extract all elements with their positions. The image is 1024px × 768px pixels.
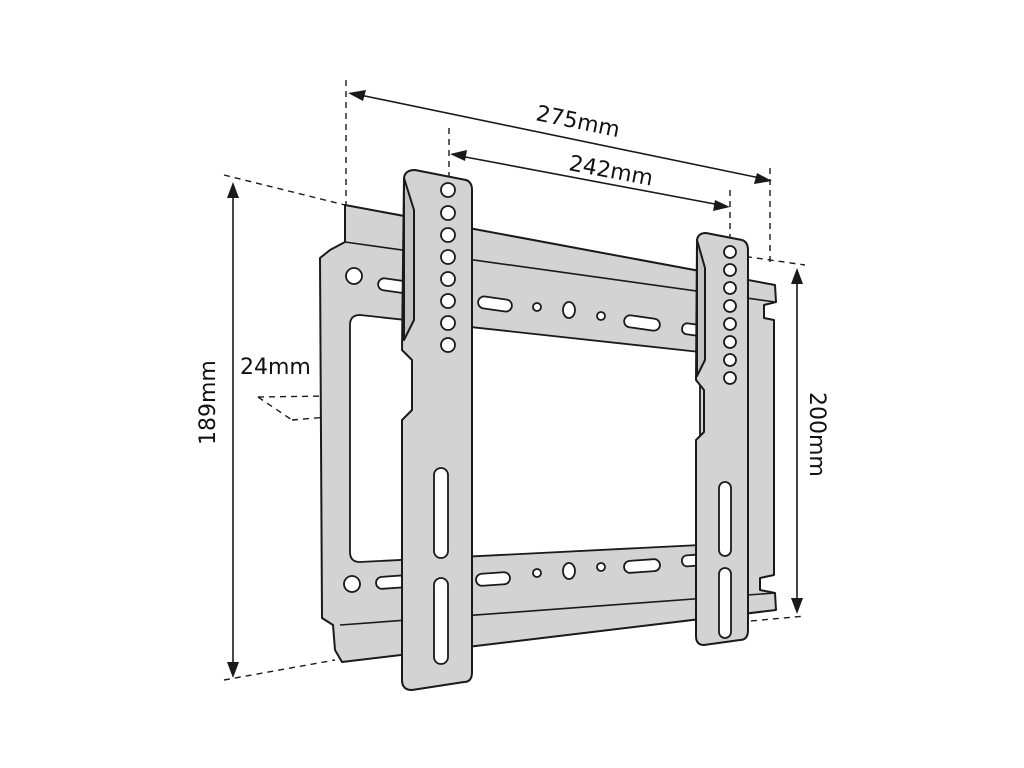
- left-mounting-arm: [401, 169, 473, 691]
- dimension-label-hole-spacing-width: 242mm: [567, 151, 655, 191]
- dimension-label-overall-height: 189mm: [196, 360, 221, 445]
- dimension-overall-height: 189mm: [196, 174, 346, 681]
- dimension-label-overall-width: 275mm: [534, 101, 622, 143]
- dimension-label-arm-height: 200mm: [804, 392, 829, 477]
- dimension-arm-height: 200mm: [734, 254, 829, 623]
- dimension-label-depth: 24mm: [240, 355, 311, 380]
- right-mounting-arm: [695, 232, 749, 646]
